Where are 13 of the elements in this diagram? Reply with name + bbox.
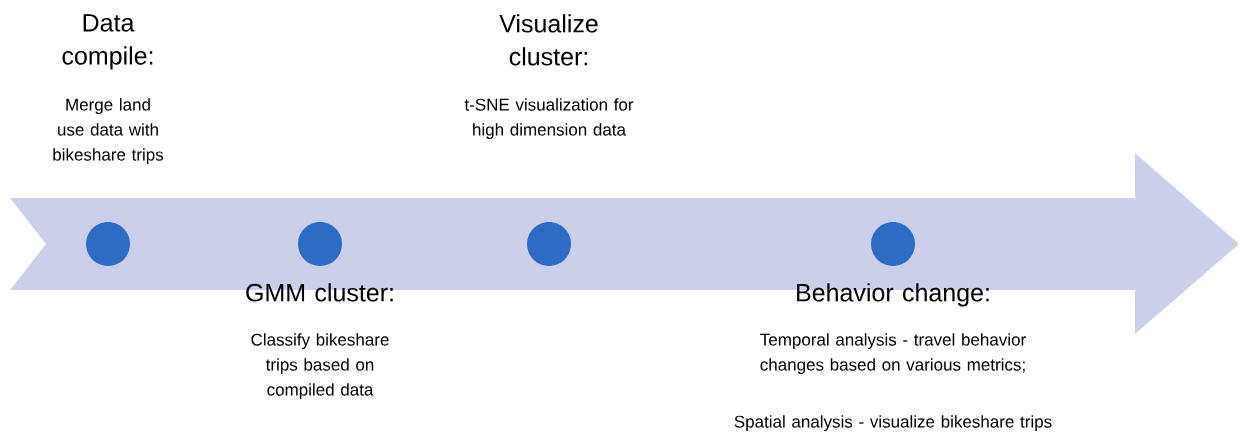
- heading-text: Visualize cluster:: [499, 14, 598, 66]
- description-text: Merge land use data with bikeshare trips: [53, 98, 164, 165]
- heading-text: Behavior change:: [797, 283, 989, 307]
- timeline-dot: [86, 222, 130, 266]
- timeline-dot: [298, 222, 342, 266]
- timeline-dot: [527, 222, 571, 266]
- heading-text: GMM cluster:: [246, 283, 393, 302]
- description-text: Spatial analysis - visualize bikeshare trips: [734, 415, 1052, 432]
- description-text: Temporal analysis - travel behavior changes based on various metrics;: [760, 333, 1026, 375]
- description-text: Classify bikeshare trips based on compiled data: [251, 333, 389, 400]
- timeline-dot: [871, 222, 915, 266]
- heading-text: Data compile:: [62, 14, 153, 70]
- description-text: t-SNE visualization for high dimension data: [464, 98, 634, 140]
